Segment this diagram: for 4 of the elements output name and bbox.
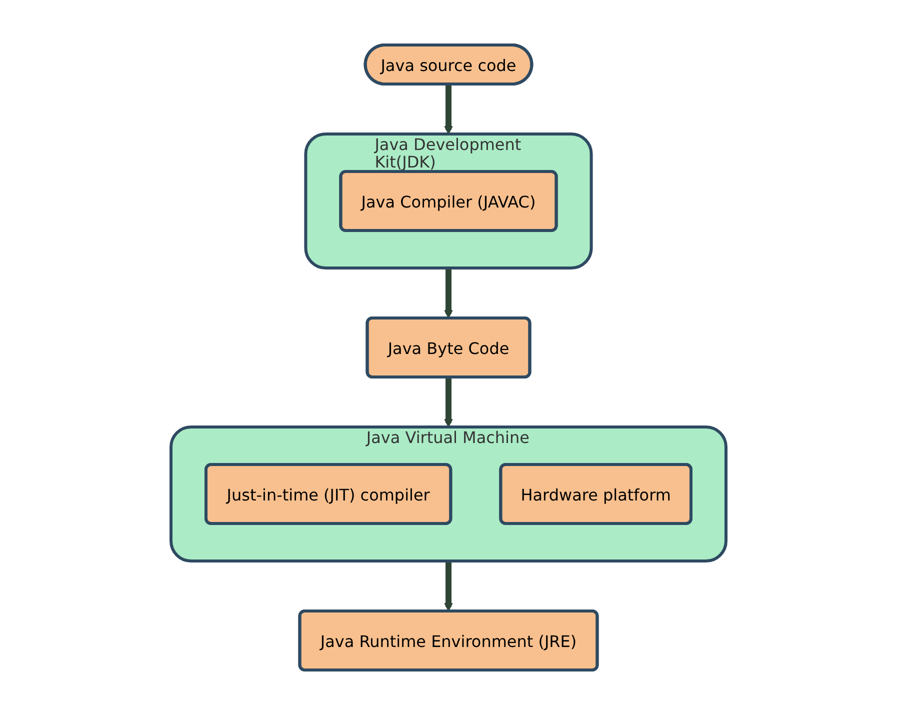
arrow: [444, 377, 453, 428]
arrow: [444, 268, 453, 318]
arrow: [444, 84, 453, 134]
arrow: [444, 560, 453, 612]
